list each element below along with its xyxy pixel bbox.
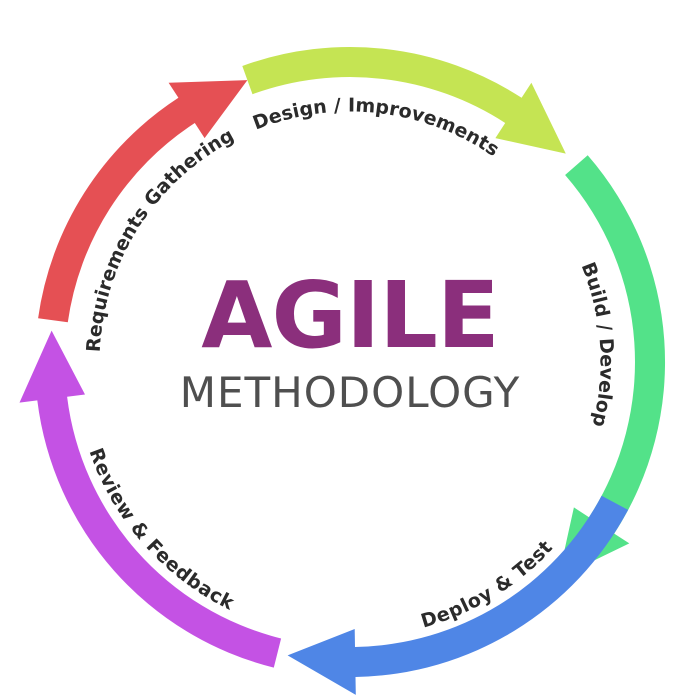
diagram-subtitle: METHODOLOGY (179, 368, 521, 417)
stage-arrow-build-develop (558, 155, 666, 578)
stage-arrow-deploy-test (287, 495, 629, 695)
center-text: AGILE METHODOLOGY (0, 268, 700, 418)
diagram-title: AGILE (201, 262, 499, 369)
stage-arrow-requirements-gathering (38, 80, 248, 323)
stage-label-design-improvements: Design / Improvements (250, 94, 503, 161)
stage-arrow-review-feedback (19, 330, 282, 668)
stage-arrow-design-improvements (242, 46, 566, 154)
